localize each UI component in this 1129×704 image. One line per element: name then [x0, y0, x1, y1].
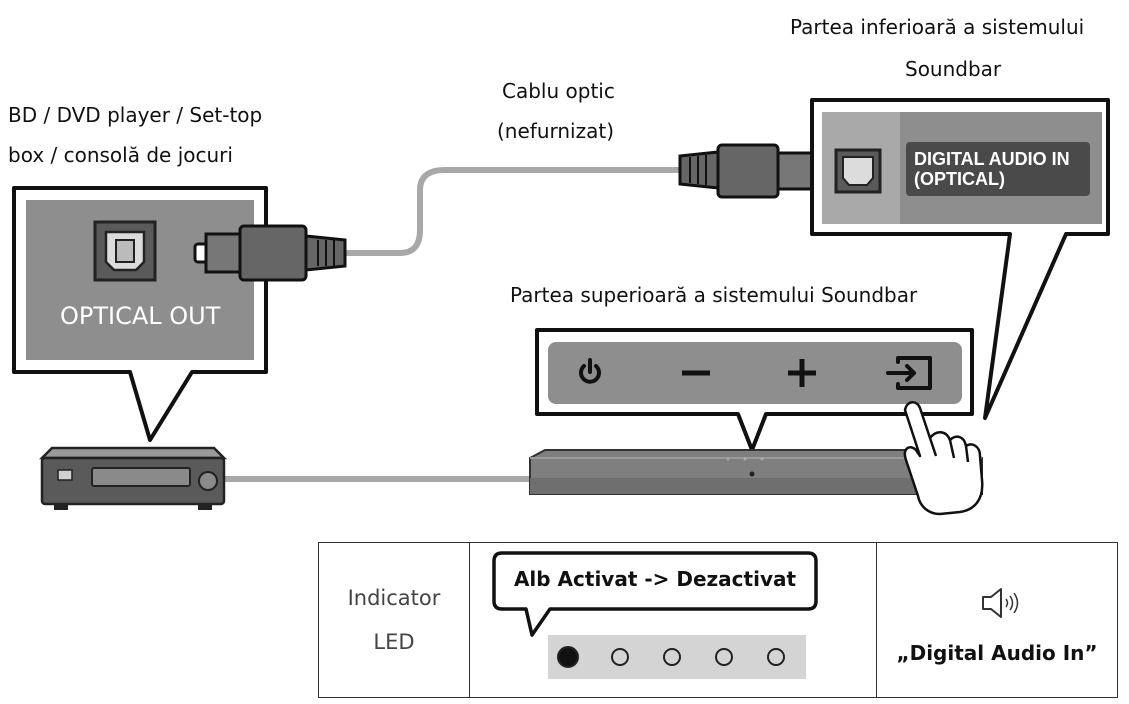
cable-label-line2: (nefurnizat) — [497, 119, 615, 143]
soundbar-top-callout — [535, 328, 974, 452]
source-device-label-line2: box / consolă de jocuri — [8, 143, 233, 167]
led-dot — [767, 648, 785, 666]
soundbar-bottom-label-line1: Partea inferioară a sistemului — [790, 15, 1085, 39]
optical-out-port-icon — [93, 220, 157, 282]
speaker-icon — [982, 588, 1019, 618]
led-row-label-line2: LED — [373, 630, 415, 654]
voice-prompt-cell: „Digital Audio In” — [877, 543, 1117, 697]
led-state-callout — [492, 551, 818, 637]
led-dot — [663, 648, 681, 666]
digital-audio-in-label-line1: DIGITAL AUDIO IN — [914, 149, 1070, 169]
led-dot — [611, 648, 629, 666]
pointing-hand-icon — [903, 401, 984, 516]
led-dot — [715, 648, 733, 666]
source-device-callout — [12, 186, 268, 442]
optical-plug-right-icon — [678, 143, 828, 199]
soundbar-bottom-callout — [810, 98, 1110, 420]
optical-cable-line — [345, 167, 680, 256]
power-icon — [579, 358, 601, 384]
bd-dvd-player-icon — [38, 446, 228, 510]
optical-out-label: OPTICAL OUT — [60, 302, 221, 330]
led-state-art — [492, 551, 818, 679]
led-strip — [548, 635, 806, 679]
source-input-icon — [886, 356, 932, 390]
soundbar-bottom-label-line2: Soundbar — [905, 57, 1002, 81]
digital-audio-in-label-line2: (OPTICAL) — [914, 169, 1005, 189]
soundbar — [529, 449, 983, 495]
led-row-label-cell: Indicator LED — [319, 543, 470, 697]
digital-audio-in-port-icon — [834, 148, 882, 194]
soundbar-top-label: Partea superioară a sistemului Soundbar — [510, 283, 918, 307]
led-dot-active — [557, 646, 579, 668]
led-state-cell: Alb Activat -> Dezactivat — [470, 543, 877, 697]
led-state-label: Alb Activat -> Dezactivat — [513, 567, 797, 591]
led-row-label-line1: Indicator — [347, 586, 441, 610]
plus-icon — [788, 359, 816, 387]
voice-prompt-label: „Digital Audio In” — [896, 641, 1098, 665]
source-device-label-line1: BD / DVD player / Set-top — [8, 103, 263, 127]
led-indicator-table: Indicator LED Alb Activat -> Dezactivat … — [318, 542, 1118, 698]
cable-label-line1: Cablu optic — [502, 79, 615, 103]
optical-plug-left-icon — [193, 224, 347, 282]
